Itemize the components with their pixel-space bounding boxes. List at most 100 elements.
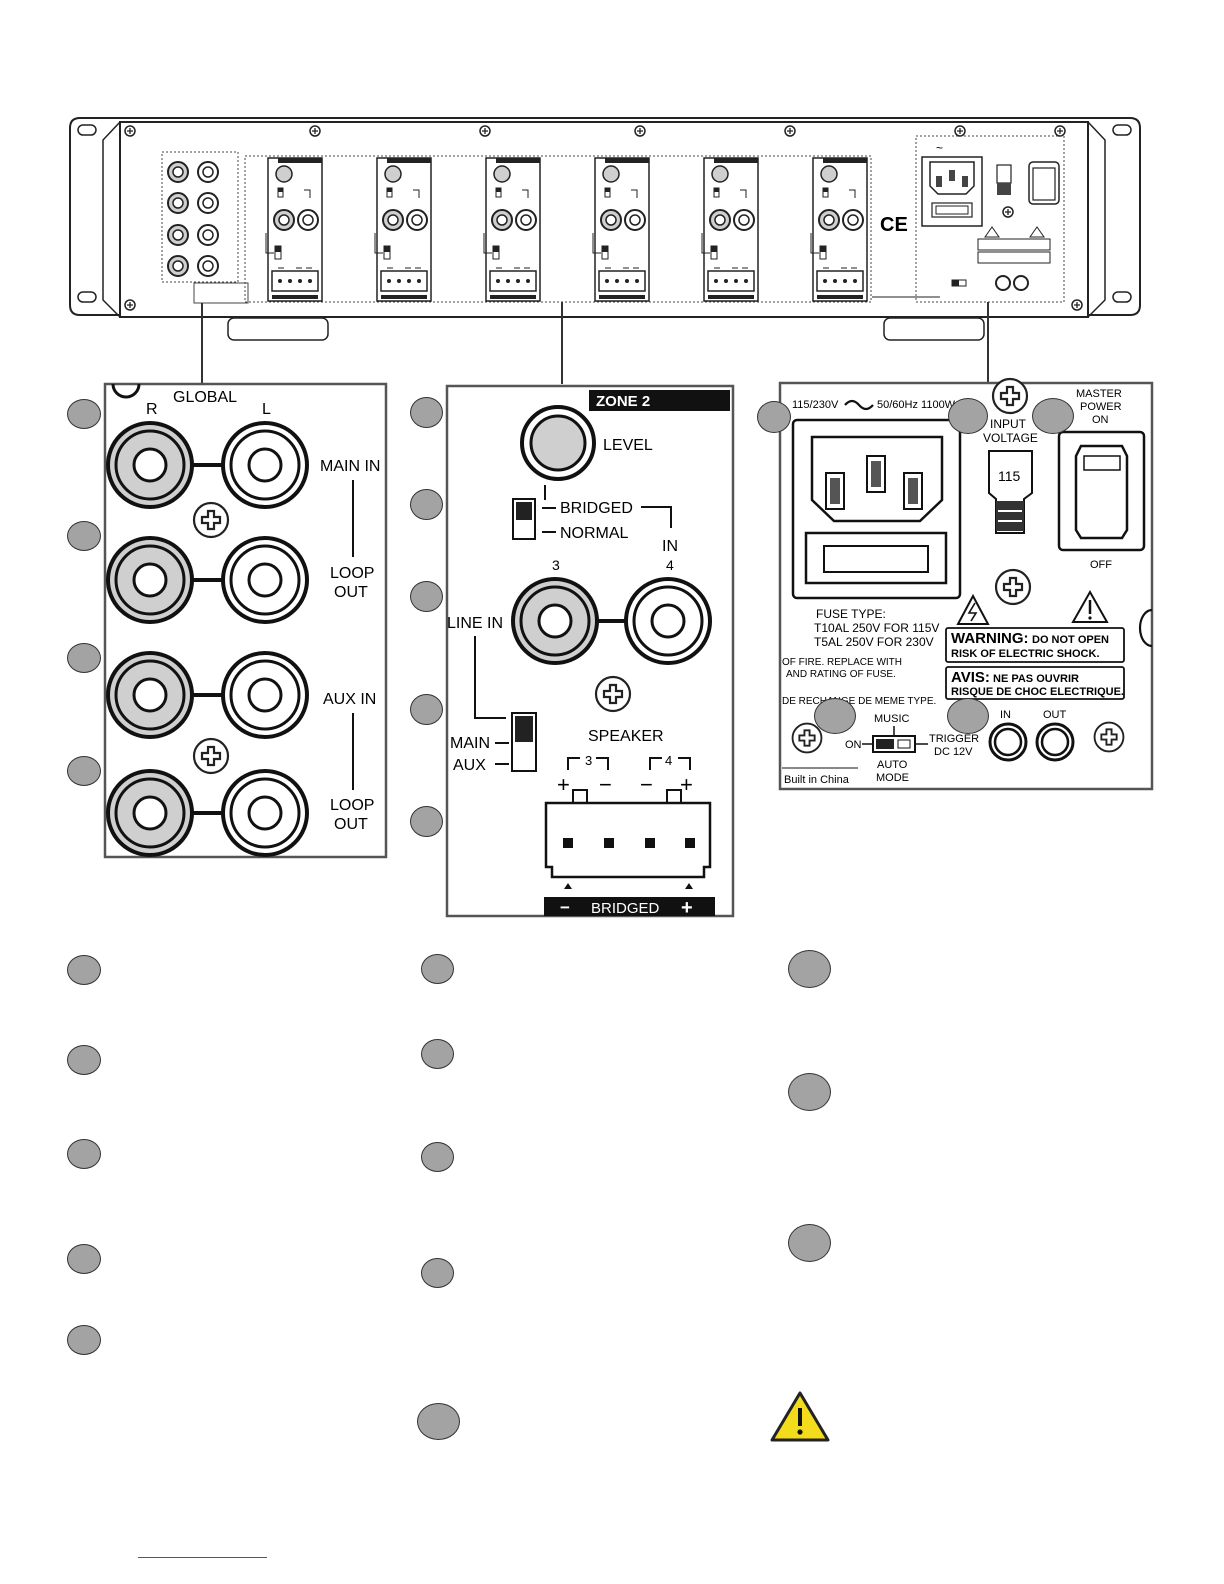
warning-text: DO NOT OPEN xyxy=(1032,634,1109,646)
minus-label-2: − xyxy=(640,772,653,797)
callout-aux-in xyxy=(67,643,101,673)
dc-label: DC 12V xyxy=(934,746,973,758)
main-label: MAIN xyxy=(450,735,490,752)
channel-4-label: 4 xyxy=(666,557,674,573)
zone-panel: ZONE 2 LEVEL BRIDGED NORMAL IN 3 4 LINE … xyxy=(445,384,735,919)
global-title: GLOBAL xyxy=(173,389,237,406)
warning-bold: WARNING: xyxy=(951,630,1029,647)
bridged-bar-label: BRIDGED xyxy=(591,900,660,917)
avis-bold: AVIS: xyxy=(951,669,990,686)
bridged-label: BRIDGED xyxy=(560,500,633,517)
callout-level xyxy=(410,397,443,428)
desc-callout-5 xyxy=(67,1325,101,1355)
zone-title: ZONE 2 xyxy=(596,393,650,410)
callout-main-in xyxy=(67,399,101,429)
desc-callout-4 xyxy=(67,1244,101,1274)
power-panel: 115/230V 50/60Hz 1100W INPUT VOLTAGE MAS… xyxy=(778,377,1154,791)
desc-callout-2 xyxy=(67,1045,101,1075)
callout-main-aux-switch xyxy=(410,694,443,725)
fuse-115-label: T10AL 250V FOR 115V xyxy=(814,621,939,635)
voltage-selector: 115 xyxy=(988,450,1033,534)
callout-speaker xyxy=(410,806,443,837)
master-power-label-1: MASTER xyxy=(1076,388,1122,400)
shock-warning-icon xyxy=(956,593,990,625)
plus-label-2: + xyxy=(680,772,693,797)
trigger-out-label: OUT xyxy=(1043,709,1067,721)
desc-callout-10 xyxy=(417,1403,460,1440)
fire-text-2: AND RATING OF FUSE. xyxy=(786,669,896,680)
desc-callout-11 xyxy=(788,950,831,988)
loop-out-label-2: LOOP xyxy=(330,797,374,814)
off-label: OFF xyxy=(1090,559,1112,571)
voltage-rating: 115/230V xyxy=(792,399,839,411)
rack-unit: CE ~ xyxy=(69,117,1141,341)
desc-callout-7 xyxy=(421,1039,454,1069)
speaker-terminal xyxy=(544,789,712,879)
minus-label-1: − xyxy=(599,772,612,797)
callout-loop-out-1 xyxy=(67,521,101,551)
input-voltage-label-1: INPUT xyxy=(990,417,1027,431)
frequency-rating: 50/60Hz 1100W xyxy=(877,399,956,411)
music-label: MUSIC xyxy=(874,713,910,725)
warning-text-2: RISK OF ELECTRIC SHOCK. xyxy=(951,648,1100,660)
callout-master-power xyxy=(1032,398,1074,434)
level-label: LEVEL xyxy=(603,437,653,454)
voltage-value: 115 xyxy=(998,468,1021,484)
loop-out-label-1: LOOP xyxy=(330,565,374,582)
auto-label: AUTO xyxy=(877,759,908,771)
desc-callout-3 xyxy=(67,1139,101,1169)
fire-text-1: OF FIRE. REPLACE WITH xyxy=(782,657,902,668)
aux-label: AUX xyxy=(453,757,486,774)
global-panel: GLOBAL R L MAIN IN LOOP OUT AUX IN LOOP … xyxy=(103,382,388,859)
desc-callout-12 xyxy=(788,1073,831,1111)
trigger-in-label: IN xyxy=(1000,709,1011,721)
desc-callout-6 xyxy=(421,954,454,984)
speaker-4-label: 4 xyxy=(665,753,672,768)
trigger-label: TRIGGER xyxy=(929,733,979,745)
iec-power-inlet xyxy=(791,418,962,600)
plus-label-1: + xyxy=(557,772,570,797)
avis-text-2: RISQUE DE CHOC ELECTRIQUE. xyxy=(951,686,1124,698)
in-label: IN xyxy=(662,538,678,555)
bridged-bar-plus: + xyxy=(681,897,693,919)
label-l: L xyxy=(262,401,271,418)
trigger-out-jack xyxy=(1035,722,1075,762)
callout-bridged-switch xyxy=(410,489,443,520)
built-in-label: Built in China xyxy=(784,774,850,786)
ac-symbol: ~ xyxy=(936,141,943,155)
callout-line-in xyxy=(410,581,443,612)
caution-icon-large xyxy=(770,1391,830,1442)
master-power-label-3: ON xyxy=(1092,414,1109,426)
speaker-label: SPEAKER xyxy=(588,728,664,745)
loop-out-label-1b: OUT xyxy=(334,584,368,601)
main-in-label: MAIN IN xyxy=(320,458,380,475)
callout-input-voltage xyxy=(948,398,988,434)
callout-power-inlet xyxy=(757,401,791,433)
aux-in-label: AUX IN xyxy=(323,691,376,708)
avis-text: NE PAS OUVRIR xyxy=(993,673,1079,685)
normal-label: NORMAL xyxy=(560,525,629,542)
fuse-230-label: T5AL 250V FOR 230V xyxy=(814,635,934,649)
mode-label: MODE xyxy=(876,772,909,784)
master-power-switch xyxy=(1057,430,1146,552)
channel-3-label: 3 xyxy=(552,557,560,573)
desc-callout-13 xyxy=(788,1224,831,1262)
line-in-label: LINE IN xyxy=(447,615,503,632)
desc-callout-9 xyxy=(421,1258,454,1288)
trigger-in-jack xyxy=(988,722,1028,762)
callout-auto-mode xyxy=(814,698,856,734)
remplace-text: DE RECHANGE DE MEME TYPE. xyxy=(782,696,936,707)
ce-mark: CE xyxy=(880,214,908,236)
master-power-label-2: POWER xyxy=(1080,401,1122,413)
desc-callout-1 xyxy=(67,955,101,985)
callout-loop-out-2 xyxy=(67,756,101,786)
loop-out-label-2b: OUT xyxy=(334,816,368,833)
fuse-type-label: FUSE TYPE: xyxy=(816,607,886,621)
desc-callout-8 xyxy=(421,1142,454,1172)
callout-trigger xyxy=(947,698,989,734)
input-voltage-label-2: VOLTAGE xyxy=(983,431,1038,445)
speaker-3-label: 3 xyxy=(585,753,592,768)
on-label: ON xyxy=(845,739,862,751)
label-r: R xyxy=(146,401,158,418)
